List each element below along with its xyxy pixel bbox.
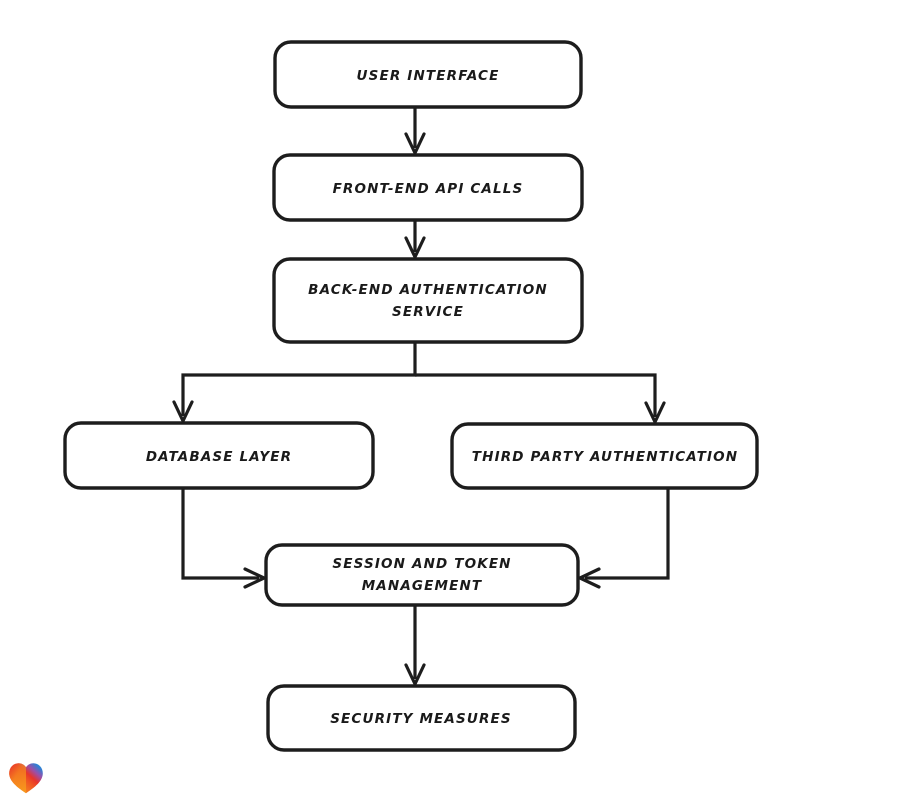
edge-backend-to-database-line: [181, 342, 417, 416]
node-database-layer-label: DATABASE LAYER: [146, 449, 292, 465]
arrow-down-icon: [172, 400, 194, 423]
edge-ui-to-api: [404, 107, 426, 155]
connector-layer: [172, 107, 670, 686]
node-security-measures[interactable]: SECURITY MEASURES: [266, 684, 577, 752]
node-back-end-authentication-service-label-line1: BACK-END AUTHENTICATION: [308, 282, 548, 298]
node-session-and-token-management-label-line2: MANAGEMENT: [362, 578, 483, 594]
arrow-down-icon: [404, 236, 426, 259]
edge-database-to-session: [181, 488, 266, 589]
node-third-party-authentication-box[interactable]: [450, 422, 759, 490]
node-user-interface-box[interactable]: [273, 40, 583, 109]
node-database-layer-box[interactable]: [63, 421, 375, 490]
edge-thirdparty-to-session: [578, 488, 670, 589]
node-front-end-api-calls-box[interactable]: [272, 153, 584, 222]
arrow-down-icon: [404, 132, 426, 155]
node-third-party-authentication[interactable]: THIRD PARTY AUTHENTICATION: [450, 422, 759, 490]
node-session-and-token-management-box[interactable]: [264, 543, 580, 607]
node-back-end-authentication-service[interactable]: BACK-END AUTHENTICATION SERVICE: [272, 257, 584, 344]
node-user-interface-label: USER INTERFACE: [357, 68, 500, 84]
arrow-right-icon: [243, 567, 266, 589]
node-security-measures-label: SECURITY MEASURES: [330, 711, 512, 727]
edge-session-to-security: [404, 605, 426, 686]
node-layer: USER INTERFACE FRONT-END API CALLS BACK-…: [63, 40, 759, 752]
arrow-down-icon: [404, 663, 426, 686]
node-session-and-token-management-label-line1: SESSION AND TOKEN: [332, 556, 511, 572]
node-user-interface[interactable]: USER INTERFACE: [273, 40, 583, 109]
node-security-measures-box[interactable]: [266, 684, 577, 752]
edge-api-to-backend: [404, 220, 426, 259]
node-session-and-token-management[interactable]: SESSION AND TOKEN MANAGEMENT: [264, 543, 580, 607]
edge-backend-to-thirdparty-line: [415, 373, 657, 417]
edge-backend-to-thirdparty: [415, 373, 666, 424]
edge-database-to-session-line: [181, 488, 259, 580]
node-third-party-authentication-label: THIRD PARTY AUTHENTICATION: [472, 449, 738, 465]
node-front-end-api-calls-label: FRONT-END API CALLS: [333, 181, 524, 197]
edge-thirdparty-to-session-line: [585, 488, 670, 580]
edge-backend-to-database: [172, 342, 417, 423]
arrow-down-icon: [644, 401, 666, 424]
heart-icon: [9, 763, 43, 794]
arrow-left-icon: [578, 567, 601, 589]
node-back-end-authentication-service-label-line2: SERVICE: [392, 304, 464, 320]
node-front-end-api-calls[interactable]: FRONT-END API CALLS: [272, 153, 584, 222]
node-database-layer[interactable]: DATABASE LAYER: [63, 421, 375, 490]
node-back-end-authentication-service-box[interactable]: [272, 257, 584, 344]
heart-icon-warm-overlay: [9, 763, 26, 794]
